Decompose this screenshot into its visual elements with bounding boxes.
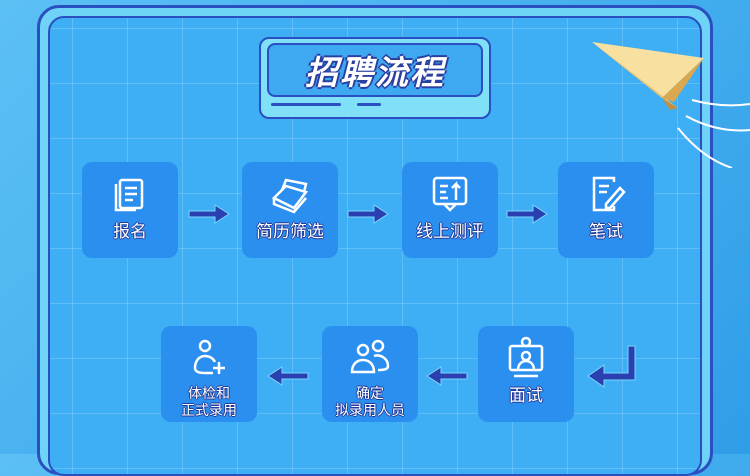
written-test-icon: [592, 176, 626, 212]
online-assessment-icon: [432, 176, 468, 212]
interview-icon: [508, 336, 544, 378]
page-title: 招聘流程: [305, 53, 445, 92]
step-written-test: 笔试: [558, 162, 654, 258]
resume-stack-icon: [271, 178, 309, 214]
step-label: 笔试: [589, 222, 623, 242]
title-banner: 招聘流程: [259, 37, 491, 119]
return-arrow-icon: [587, 345, 636, 388]
step-confirm-candidates: 确定 拟录用人员: [322, 326, 418, 422]
step-interview: 面试: [478, 326, 574, 422]
step-medical-hiring: 体检和 正式录用: [161, 326, 257, 422]
step-online-assessment: 线上测评: [402, 162, 498, 258]
arrow-right-icon: [347, 204, 389, 224]
step-label: 面试: [509, 386, 543, 406]
arrow-left-icon: [267, 366, 309, 386]
decor-line: [357, 103, 381, 106]
step-label-line1: 体检和: [188, 386, 230, 402]
step-resume-screening: 简历筛选: [242, 162, 338, 258]
arrow-left-icon: [426, 366, 468, 386]
paper-plane-icon: [592, 42, 750, 168]
step-label: 线上测评: [416, 222, 484, 242]
step-label-line2: 正式录用: [181, 403, 237, 419]
document-icon: [114, 178, 144, 212]
step-register: 报名: [82, 162, 178, 258]
arrow-right-icon: [188, 204, 230, 224]
add-user-icon: [193, 339, 225, 375]
step-label: 报名: [113, 222, 147, 242]
step-label-line2: 拟录用人员: [335, 403, 405, 419]
arrow-right-icon: [506, 204, 548, 224]
decor-line: [271, 103, 341, 106]
step-label-line1: 确定: [356, 386, 384, 402]
group-icon: [350, 339, 390, 374]
step-label: 简历筛选: [256, 222, 324, 242]
